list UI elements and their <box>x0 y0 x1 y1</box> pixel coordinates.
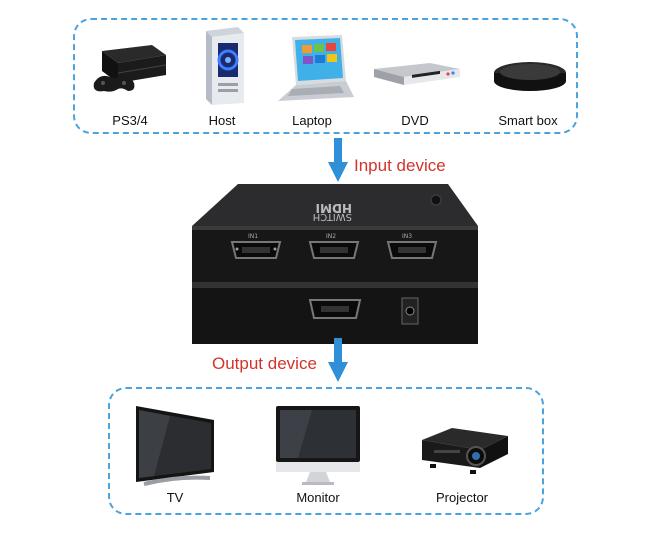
output-device-tv: TV <box>130 398 220 510</box>
laptop-icon <box>278 35 354 101</box>
input-device-label: Input device <box>354 156 446 175</box>
device-label: DVD <box>401 113 429 128</box>
device-label: Smart box <box>498 113 558 128</box>
hdmi-port-in2 <box>308 241 360 259</box>
arrow-down-icon <box>328 138 348 182</box>
switch-name-text: SWITCH <box>313 211 352 222</box>
input-device-panel <box>73 18 578 134</box>
monitor-icon <box>276 406 360 485</box>
smart-box-icon <box>494 62 566 91</box>
dvd-player-icon <box>374 63 460 85</box>
device-label: Host <box>208 113 236 128</box>
hdmi-switch-device: HDMI SWITCH IN1 IN2 IN3 <box>192 184 478 344</box>
game-console-icon <box>93 45 167 92</box>
output-device-label: Output device <box>212 354 317 373</box>
input-device-laptop: Laptop <box>268 25 356 131</box>
port-label-in3: IN3 <box>402 233 412 240</box>
hdmi-port-out <box>308 299 362 319</box>
hdmi-port-in1 <box>230 241 282 259</box>
device-label: Monitor <box>296 490 340 505</box>
input-device-host: Host <box>190 25 254 131</box>
input-device-ps3: PS3/4 <box>88 25 172 131</box>
device-label: TV <box>166 490 184 505</box>
input-device-smart-box: Smart box <box>486 25 570 131</box>
port-label-in2: IN2 <box>326 233 336 240</box>
device-label: PS3/4 <box>112 113 148 128</box>
device-label: Laptop <box>292 113 332 128</box>
port-label-in1: IN1 <box>248 233 258 240</box>
hdmi-port-in3 <box>386 241 438 259</box>
arrow-down-icon <box>328 338 348 382</box>
output-device-monitor: Monitor <box>272 398 364 510</box>
switch-brand-text: HDMI <box>316 201 352 215</box>
dc-power-jack <box>401 297 419 325</box>
projector-icon <box>422 428 508 474</box>
desktop-tower-icon <box>206 27 244 105</box>
input-device-dvd: DVD <box>368 25 462 131</box>
device-label: Projector <box>435 490 489 505</box>
tv-icon <box>136 406 214 486</box>
output-device-panel <box>108 387 544 515</box>
output-device-projector: Projector <box>412 398 512 510</box>
